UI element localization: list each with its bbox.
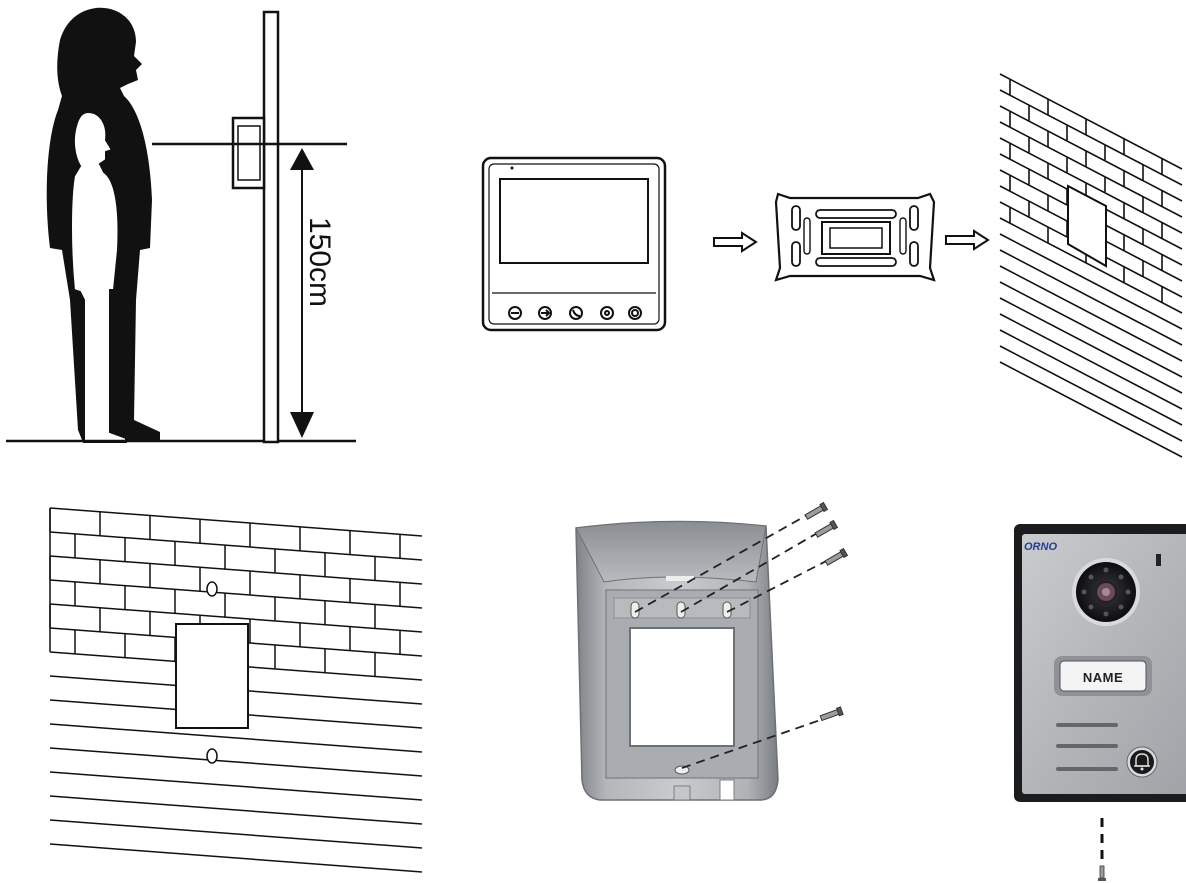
name-plate: NAME [1083,670,1123,685]
height-label: 150cm [303,217,336,307]
arrow-right-icon [712,231,758,253]
brand-logo: ORNO [1024,541,1057,553]
mounting-bracket [768,188,943,288]
rain-canopy [570,500,870,810]
wall-with-cutout [40,500,430,873]
bell-icon [1126,746,1158,778]
mounting-height-diagram: 150cm [0,0,360,450]
screw-hole-bottom [206,748,218,764]
screw-icon [804,501,849,722]
screw-hole-top [206,581,218,597]
monitor-buttons [508,306,642,320]
wall-perspective [996,64,1186,458]
screw-icon [1098,865,1106,881]
monitor-screen [499,178,649,264]
child-silhouette-icon [70,110,127,443]
arrow-right-icon [944,229,990,251]
indoor-monitor [480,155,670,335]
outdoor-door-station: ORNO NAME [1010,520,1186,883]
